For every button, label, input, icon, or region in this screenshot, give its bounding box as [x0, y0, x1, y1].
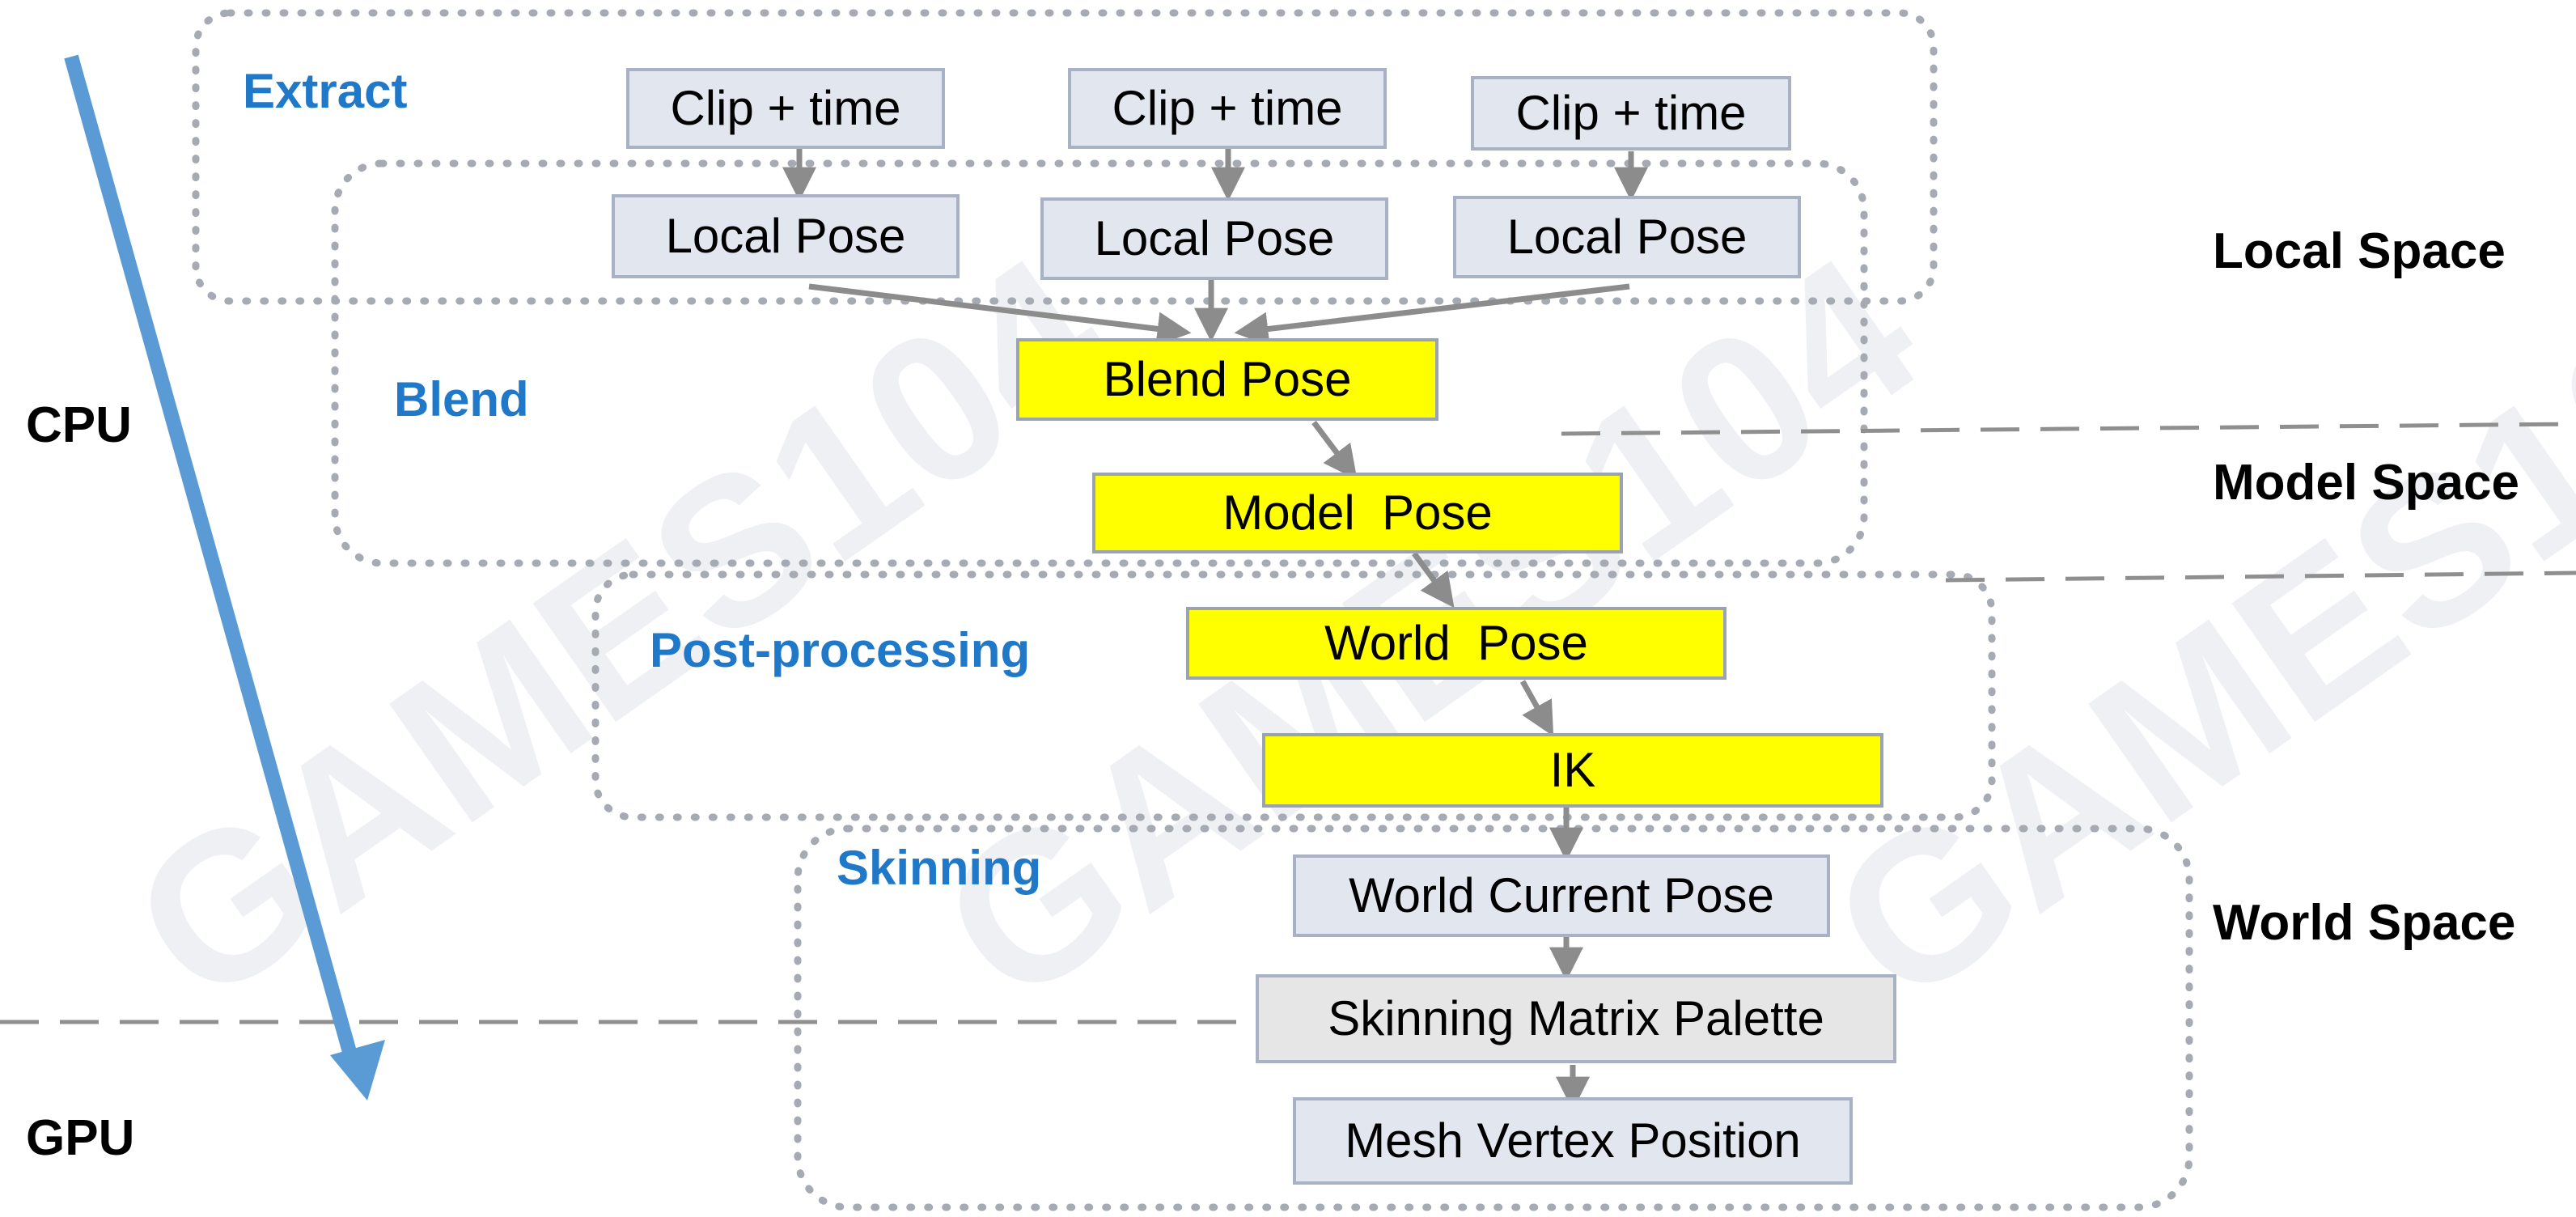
- skinning-group-label: Skinning: [837, 841, 1042, 895]
- clip-time-node-3: Clip + time: [1471, 76, 1791, 151]
- arrow-blend-model: [1311, 420, 1358, 481]
- arrow-world-ik: [1519, 680, 1554, 736]
- world-current-pose-node: World Current Pose: [1293, 854, 1830, 937]
- model-space-label: Model Space: [2213, 455, 2519, 511]
- extract-group-label: Extract: [243, 64, 408, 118]
- skinning-matrix-palette-node: Skinning Matrix Palette: [1256, 974, 1896, 1063]
- world-space-label: World Space: [2213, 895, 2516, 951]
- world-pose-node: World Pose: [1186, 607, 1727, 680]
- cpu-to-gpu-arrow: [64, 54, 385, 1100]
- gpu-label: GPU: [26, 1110, 135, 1166]
- model-pose-node: Model Pose: [1092, 473, 1623, 553]
- mesh-vertex-position-node: Mesh Vertex Position: [1293, 1097, 1853, 1185]
- local-pose-node-1: Local Pose: [612, 194, 960, 278]
- arrow-local1-blend: [808, 283, 1192, 346]
- local-space-label: Local Space: [2213, 223, 2506, 279]
- arrow-local3-blend: [1234, 283, 1630, 346]
- clip-time-node-1: Clip + time: [626, 68, 945, 149]
- local-model-space-divider: [1561, 422, 2576, 436]
- blend-pose-node: Blend Pose: [1016, 338, 1438, 421]
- ik-node: IK: [1262, 733, 1883, 808]
- arrow-model-world: [1412, 551, 1455, 608]
- local-pose-node-3: Local Pose: [1453, 196, 1801, 278]
- post-processing-group-label: Post-processing: [650, 623, 1031, 677]
- blend-group-label: Blend: [394, 372, 529, 426]
- cpu-label: CPU: [26, 397, 132, 453]
- clip-time-node-2: Clip + time: [1068, 68, 1387, 149]
- post-processing-boundary: [591, 570, 1996, 821]
- local-pose-node-2: Local Pose: [1040, 197, 1388, 280]
- skinning-boundary: [794, 825, 2193, 1211]
- model-world-space-divider: [1945, 570, 2576, 583]
- extract-boundary: [192, 9, 1938, 305]
